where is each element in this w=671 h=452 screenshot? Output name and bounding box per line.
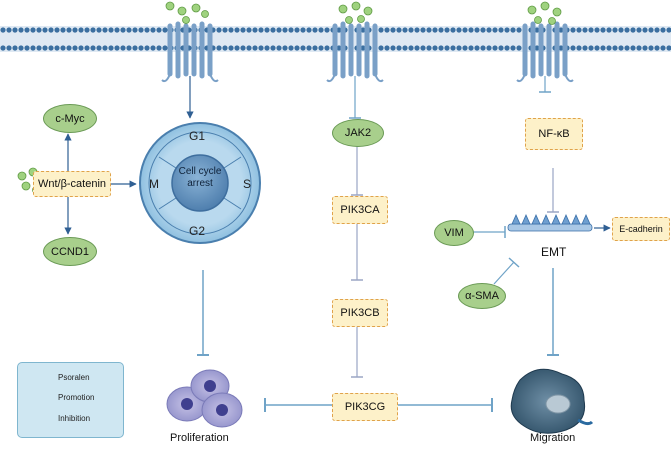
legend-psoralen-label: Psoralen: [58, 372, 90, 382]
cell-cycle-m: M: [149, 177, 159, 191]
legend-inhibition-label: Inhibition: [58, 413, 91, 423]
cell-cycle-disc: [139, 122, 261, 244]
cell-cycle-g2: G2: [189, 224, 206, 238]
receptor-3: [516, 21, 574, 83]
node-pik3cg: PIK3CG: [332, 393, 398, 421]
legend-promotion-label: Promotion: [58, 392, 95, 402]
receptor-2: [326, 21, 384, 83]
node-alpha-sma: α-SMA: [458, 283, 506, 309]
node-jak2: JAK2: [332, 119, 384, 147]
proliferation-cells-image: [166, 369, 243, 428]
legend: Psoralen Promotion Inhibition: [17, 362, 124, 438]
cell-cycle-g1: G1: [189, 129, 206, 143]
node-ccnd1: CCND1: [43, 237, 97, 266]
cell-cycle-s: S: [243, 177, 252, 191]
node-e-cadherin: E-cadherin: [612, 217, 670, 241]
emt-receptor-array: [507, 214, 593, 232]
psoralen-cluster-1: [165, 1, 209, 24]
node-emt: EMT: [541, 245, 567, 259]
node-vim: VIM: [434, 220, 474, 246]
outcome-migration: Migration: [530, 432, 576, 444]
node-wnt-beta-catenin: Wnt/β-catenin: [33, 171, 111, 197]
psoralen-cluster-3: [527, 1, 562, 25]
psoralen-cluster-2: [338, 1, 373, 24]
migration-cell-image: [510, 368, 594, 434]
node-pik3cb: PIK3CB: [332, 299, 388, 327]
node-pik3ca: PIK3CA: [332, 196, 388, 224]
outcome-proliferation: Proliferation: [170, 432, 229, 444]
legend-inhibition: Inhibition: [58, 411, 90, 425]
cell-cycle-arrest-label: Cell cycle arrest: [178, 166, 222, 189]
node-cmyc: c-Myc: [43, 104, 97, 133]
receptor-1: [161, 21, 219, 83]
inhibit-asma-to-emt: [493, 261, 515, 285]
legend-psoralen: Psoralen: [58, 370, 90, 384]
node-nfkb: NF-κB: [525, 118, 583, 150]
legend-promotion: Promotion: [58, 390, 94, 404]
